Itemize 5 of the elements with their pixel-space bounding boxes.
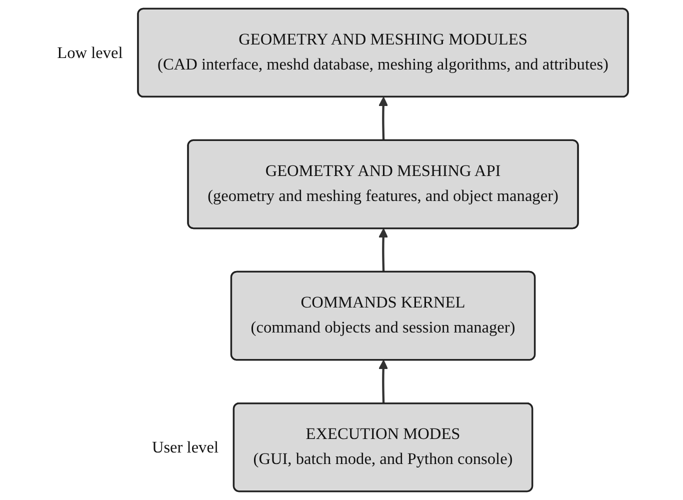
level-label: Low level	[57, 43, 123, 62]
level-label: User level	[152, 438, 218, 457]
arrow	[378, 96, 388, 141]
arrow	[378, 360, 388, 404]
arrow	[378, 228, 388, 272]
